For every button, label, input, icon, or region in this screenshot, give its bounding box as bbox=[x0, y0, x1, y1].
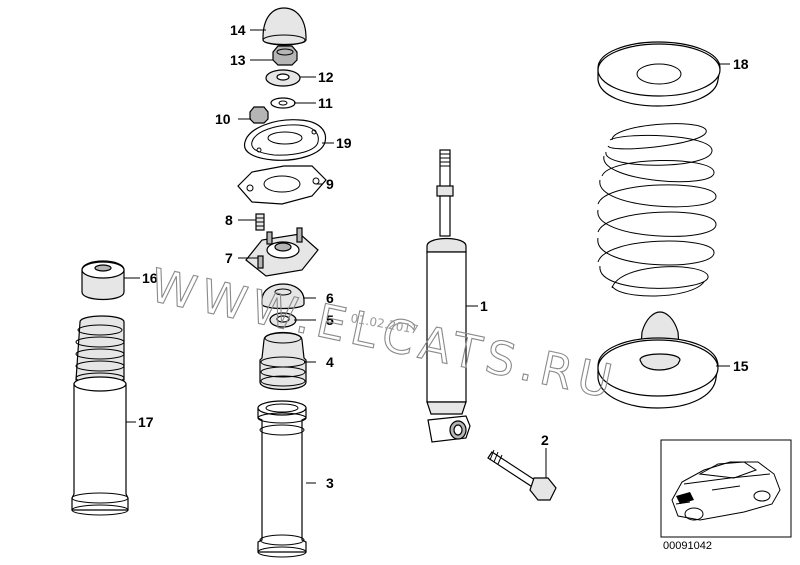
part-1-shock-absorber[interactable] bbox=[426, 149, 471, 443]
part-12-washer[interactable] bbox=[265, 69, 301, 87]
part-17-protection-tube[interactable] bbox=[71, 315, 129, 516]
part-19-gasket[interactable] bbox=[243, 119, 327, 161]
part-11-washer[interactable] bbox=[270, 97, 296, 109]
part-10-nut[interactable] bbox=[249, 106, 269, 124]
callout-15[interactable]: 15 bbox=[733, 358, 749, 374]
callout-13[interactable]: 13 bbox=[230, 52, 246, 68]
document-number: 00091042 bbox=[663, 540, 712, 552]
callout-5[interactable]: 5 bbox=[326, 312, 334, 328]
part-15-lower-spring-pad[interactable] bbox=[597, 311, 719, 409]
callout-14[interactable]: 14 bbox=[230, 22, 246, 38]
callout-11[interactable]: 11 bbox=[318, 95, 333, 111]
part-14-cap[interactable] bbox=[262, 7, 307, 46]
part-2-bolt[interactable] bbox=[487, 449, 557, 501]
watermark: WWW.ELCATS.RU 01.02.2017 bbox=[145, 257, 623, 410]
part-9-plate[interactable] bbox=[237, 165, 327, 205]
vehicle-thumbnail[interactable] bbox=[660, 439, 792, 538]
part-4-bump-stop[interactable] bbox=[259, 331, 307, 391]
callout-2[interactable]: 2 bbox=[541, 432, 549, 448]
callout-10[interactable]: 10 bbox=[215, 111, 231, 127]
callout-9[interactable]: 9 bbox=[326, 176, 334, 192]
car-outline-icon bbox=[671, 461, 781, 521]
callout-6[interactable]: 6 bbox=[326, 290, 334, 306]
callout-1[interactable]: 1 bbox=[480, 298, 488, 314]
callout-12[interactable]: 12 bbox=[318, 69, 334, 85]
callout-16[interactable]: 16 bbox=[142, 270, 158, 286]
callout-4[interactable]: 4 bbox=[326, 354, 334, 370]
part-7-strut-mount[interactable] bbox=[245, 227, 319, 277]
callout-8[interactable]: 8 bbox=[225, 212, 233, 228]
callout-7[interactable]: 7 bbox=[225, 250, 233, 266]
callout-19[interactable]: 19 bbox=[336, 135, 352, 151]
part-3-dust-boot[interactable] bbox=[257, 400, 307, 558]
callout-17[interactable]: 17 bbox=[138, 414, 154, 430]
callout-3[interactable]: 3 bbox=[326, 475, 334, 491]
part-13-nut[interactable] bbox=[272, 45, 298, 66]
part-6-bump-cap[interactable] bbox=[261, 283, 305, 310]
part-8-stud[interactable] bbox=[255, 213, 265, 231]
part-16-bump-stop[interactable] bbox=[81, 260, 125, 301]
watermark-text: WWW.ELCATS.RU bbox=[146, 258, 623, 410]
coil-spring[interactable] bbox=[597, 123, 717, 297]
part-18-spring-pad[interactable] bbox=[597, 41, 721, 107]
callout-18[interactable]: 18 bbox=[733, 56, 749, 72]
leader-lines bbox=[124, 29, 730, 484]
callout-labels: 14 13 12 11 10 19 9 8 7 6 5 4 3 1 2 18 1… bbox=[138, 22, 749, 491]
